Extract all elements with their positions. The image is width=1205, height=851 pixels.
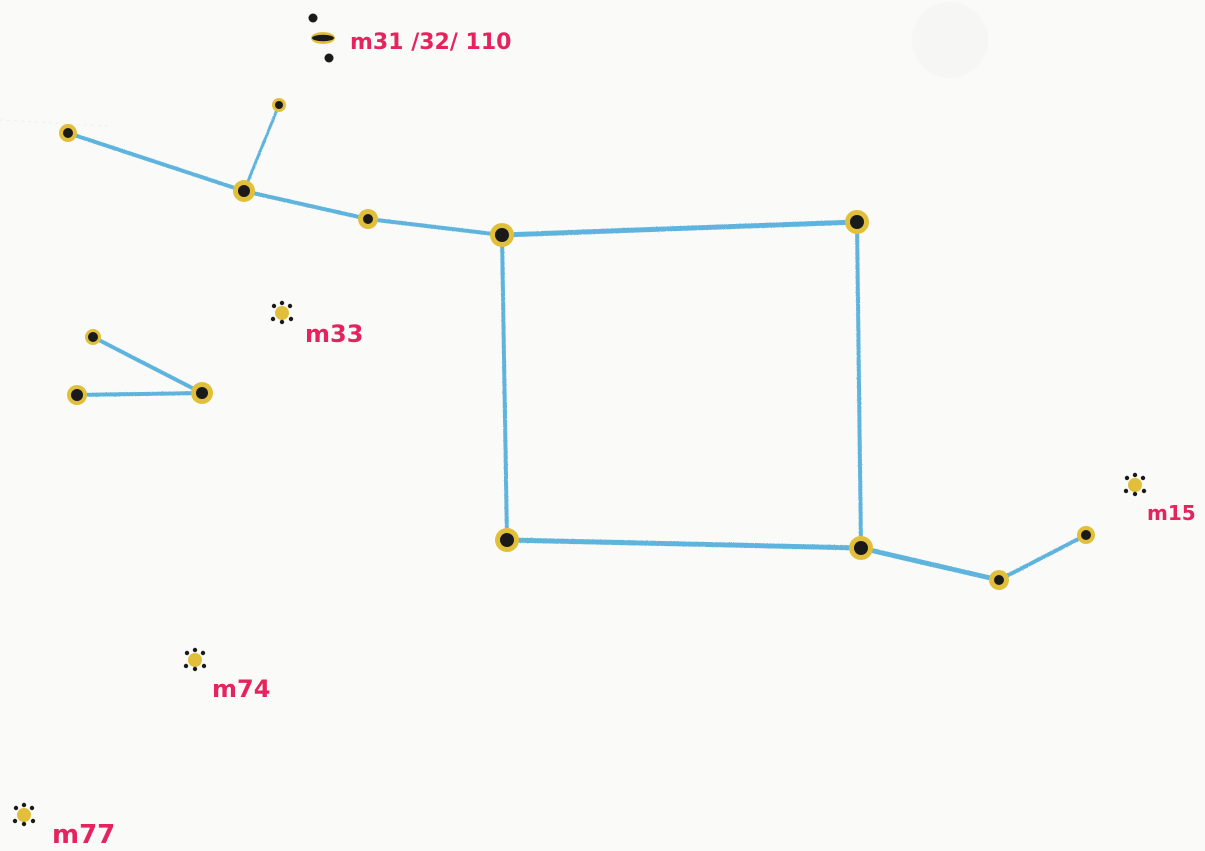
andromeda-galaxy-marker bbox=[309, 14, 336, 63]
line-segment bbox=[999, 535, 1086, 580]
star-icon bbox=[495, 528, 519, 552]
star-icon bbox=[849, 536, 873, 560]
line-segment bbox=[502, 235, 507, 540]
star-icon bbox=[233, 180, 255, 202]
m77-cluster-marker bbox=[13, 803, 35, 826]
star-icon bbox=[85, 329, 101, 345]
deep-sky-objects bbox=[13, 14, 1146, 827]
line-segment bbox=[861, 548, 999, 580]
label-m77: m77 bbox=[52, 820, 115, 850]
stars bbox=[59, 98, 1095, 590]
label-m33: m33 bbox=[305, 320, 363, 348]
star-icon bbox=[272, 98, 286, 112]
object-labels: m31 /32/ 110 m33 m15 m74 m77 bbox=[52, 30, 1196, 850]
star-icon bbox=[191, 382, 213, 404]
m33-cluster-marker bbox=[271, 301, 293, 324]
star-icon bbox=[59, 124, 77, 142]
star-icon bbox=[989, 570, 1009, 590]
line-segment bbox=[68, 133, 244, 191]
paper-smudges bbox=[0, 2, 988, 126]
star-icon bbox=[358, 209, 378, 229]
label-m15: m15 bbox=[1147, 501, 1196, 525]
label-m74: m74 bbox=[212, 675, 270, 703]
line-segment bbox=[857, 222, 861, 548]
line-segment bbox=[368, 219, 502, 235]
label-m31-32-110: m31 /32/ 110 bbox=[350, 30, 511, 55]
star-icon bbox=[1077, 526, 1095, 544]
line-segment bbox=[93, 337, 202, 393]
line-segment bbox=[244, 105, 279, 191]
star-icon bbox=[490, 223, 514, 247]
m74-cluster-marker bbox=[184, 648, 206, 671]
line-segment bbox=[507, 540, 861, 548]
star-icon bbox=[67, 385, 87, 405]
line-segment bbox=[502, 222, 857, 235]
line-segment bbox=[244, 191, 368, 219]
constellation-lines bbox=[68, 105, 1086, 580]
line-segment bbox=[77, 393, 202, 395]
m15-cluster-marker bbox=[1124, 473, 1146, 496]
star-icon bbox=[845, 210, 869, 234]
